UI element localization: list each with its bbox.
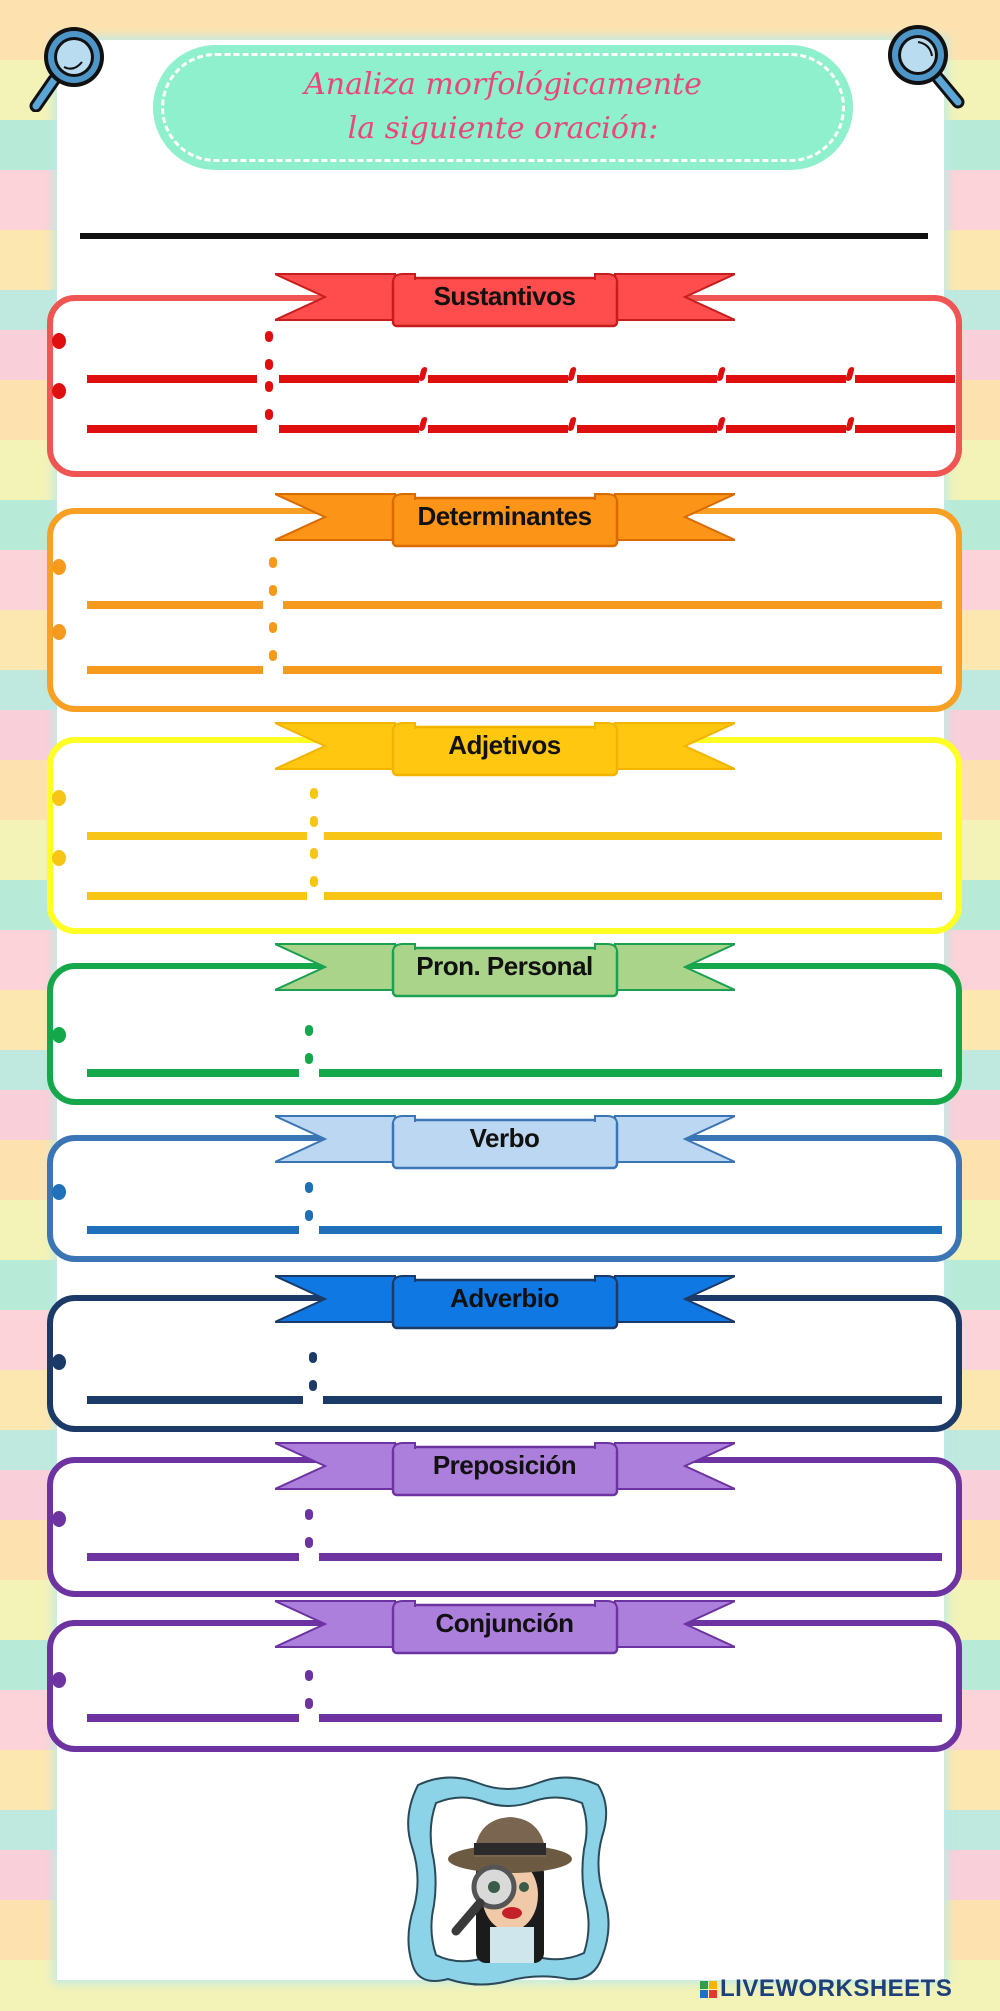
section-adverbio: Adverbio [47, 1270, 962, 1432]
word-input-line[interactable] [87, 1714, 299, 1722]
colon-dot-icon [305, 1698, 313, 1709]
section-conjunci-n: Conjunción [47, 1595, 962, 1752]
category-label: Pron. Personal [416, 951, 593, 981]
category-label: Determinantes [417, 501, 592, 531]
category-label: Adjetivos [448, 730, 561, 760]
classification-input-line[interactable] [726, 425, 846, 433]
liveworksheets-watermark: LIVEWORKSHEETS [700, 1975, 952, 2003]
classification-input-line[interactable] [279, 425, 419, 433]
category-label: Verbo [469, 1123, 540, 1153]
magnifying-glass-icon [24, 22, 114, 113]
category-label: Adverbio [450, 1283, 559, 1313]
category-ribbon: Pron. Personal [274, 938, 735, 998]
bullet-icon [52, 1354, 66, 1370]
bullet-icon [52, 1672, 66, 1688]
word-input-line[interactable] [87, 1226, 299, 1234]
colon-dot-icon [269, 650, 277, 661]
section-preposici-n: Preposición [47, 1437, 962, 1597]
colon-dot-icon [265, 359, 273, 370]
watermark-text: LIVEWORKSHEETS [720, 1975, 953, 2002]
colon-dot-icon [310, 816, 318, 827]
classification-input-line[interactable] [283, 666, 942, 674]
word-input-line[interactable] [87, 1069, 299, 1077]
title-banner: Analiza morfológicamente la siguiente or… [153, 45, 853, 170]
colon-dot-icon [309, 1352, 317, 1363]
colon-dot-icon [305, 1509, 313, 1520]
classification-input-line[interactable] [577, 425, 717, 433]
category-ribbon: Verbo [274, 1110, 735, 1170]
classification-input-line[interactable] [428, 425, 568, 433]
bullet-icon [52, 1511, 66, 1527]
category-ribbon: Conjunción [274, 1595, 735, 1655]
word-input-line[interactable] [87, 601, 263, 609]
classification-input-line[interactable] [319, 1069, 942, 1077]
page-title: Analiza morfológicamente la siguiente or… [153, 63, 853, 151]
bullet-icon [52, 850, 66, 866]
detective-avatar [398, 1767, 618, 1993]
word-input-line[interactable] [87, 425, 257, 433]
classification-input-line[interactable] [319, 1553, 942, 1561]
section-sustantivos: Sustantivos [47, 268, 962, 477]
section-pron-personal: Pron. Personal [47, 938, 962, 1105]
colon-dot-icon [305, 1210, 313, 1221]
bullet-icon [52, 1184, 66, 1200]
bullet-icon [52, 790, 66, 806]
classification-input-line[interactable] [319, 1226, 942, 1234]
category-label: Preposición [432, 1450, 577, 1480]
classification-input-line[interactable] [279, 375, 419, 383]
title-line-2: la siguiente oración: [347, 111, 659, 146]
section-verbo: Verbo [47, 1110, 962, 1262]
word-input-line[interactable] [87, 832, 307, 840]
bullet-icon [52, 1027, 66, 1043]
word-input-line[interactable] [87, 1396, 303, 1404]
classification-input-line[interactable] [428, 375, 568, 383]
bullet-icon [52, 333, 66, 349]
category-ribbon: Determinantes [274, 488, 735, 548]
colon-dot-icon [305, 1025, 313, 1036]
magnifying-glass-icon [878, 20, 968, 110]
colon-dot-icon [265, 381, 273, 392]
classification-input-line[interactable] [577, 375, 717, 383]
colon-dot-icon [309, 1380, 317, 1391]
category-ribbon: Adjetivos [274, 717, 735, 777]
colon-dot-icon [305, 1537, 313, 1548]
word-input-line[interactable] [87, 666, 263, 674]
colon-dot-icon [305, 1670, 313, 1681]
colon-dot-icon [310, 788, 318, 799]
classification-input-line[interactable] [726, 375, 846, 383]
category-ribbon: Adverbio [274, 1270, 735, 1330]
classification-input-line[interactable] [319, 1714, 942, 1722]
colon-dot-icon [305, 1182, 313, 1193]
bullet-icon [52, 383, 66, 399]
word-input-line[interactable] [87, 892, 307, 900]
colon-dot-icon [269, 557, 277, 568]
category-label: Conjunción [435, 1608, 574, 1638]
classification-input-line[interactable] [855, 425, 955, 433]
colon-dot-icon [269, 622, 277, 633]
word-input-line[interactable] [87, 375, 257, 383]
bullet-icon [52, 624, 66, 640]
colon-dot-icon [310, 848, 318, 859]
colon-dot-icon [305, 1053, 313, 1064]
colon-dot-icon [265, 331, 273, 342]
title-line-1: Analiza morfológicamente [304, 67, 702, 102]
category-ribbon: Sustantivos [274, 268, 735, 328]
section-adjetivos: Adjetivos [47, 717, 962, 934]
category-ribbon: Preposición [274, 1437, 735, 1497]
colon-dot-icon [310, 876, 318, 887]
classification-input-line[interactable] [323, 1396, 942, 1404]
section-determinantes: Determinantes [47, 488, 962, 712]
classification-input-line[interactable] [324, 832, 942, 840]
classification-input-line[interactable] [855, 375, 955, 383]
sentence-input-line[interactable] [80, 233, 928, 239]
colon-dot-icon [265, 409, 273, 420]
classification-input-line[interactable] [283, 601, 942, 609]
liveworksheets-logo-icon [700, 1981, 717, 1999]
bullet-icon [52, 559, 66, 575]
classification-input-line[interactable] [324, 892, 942, 900]
category-label: Sustantivos [433, 281, 576, 311]
word-input-line[interactable] [87, 1553, 299, 1561]
colon-dot-icon [269, 585, 277, 596]
